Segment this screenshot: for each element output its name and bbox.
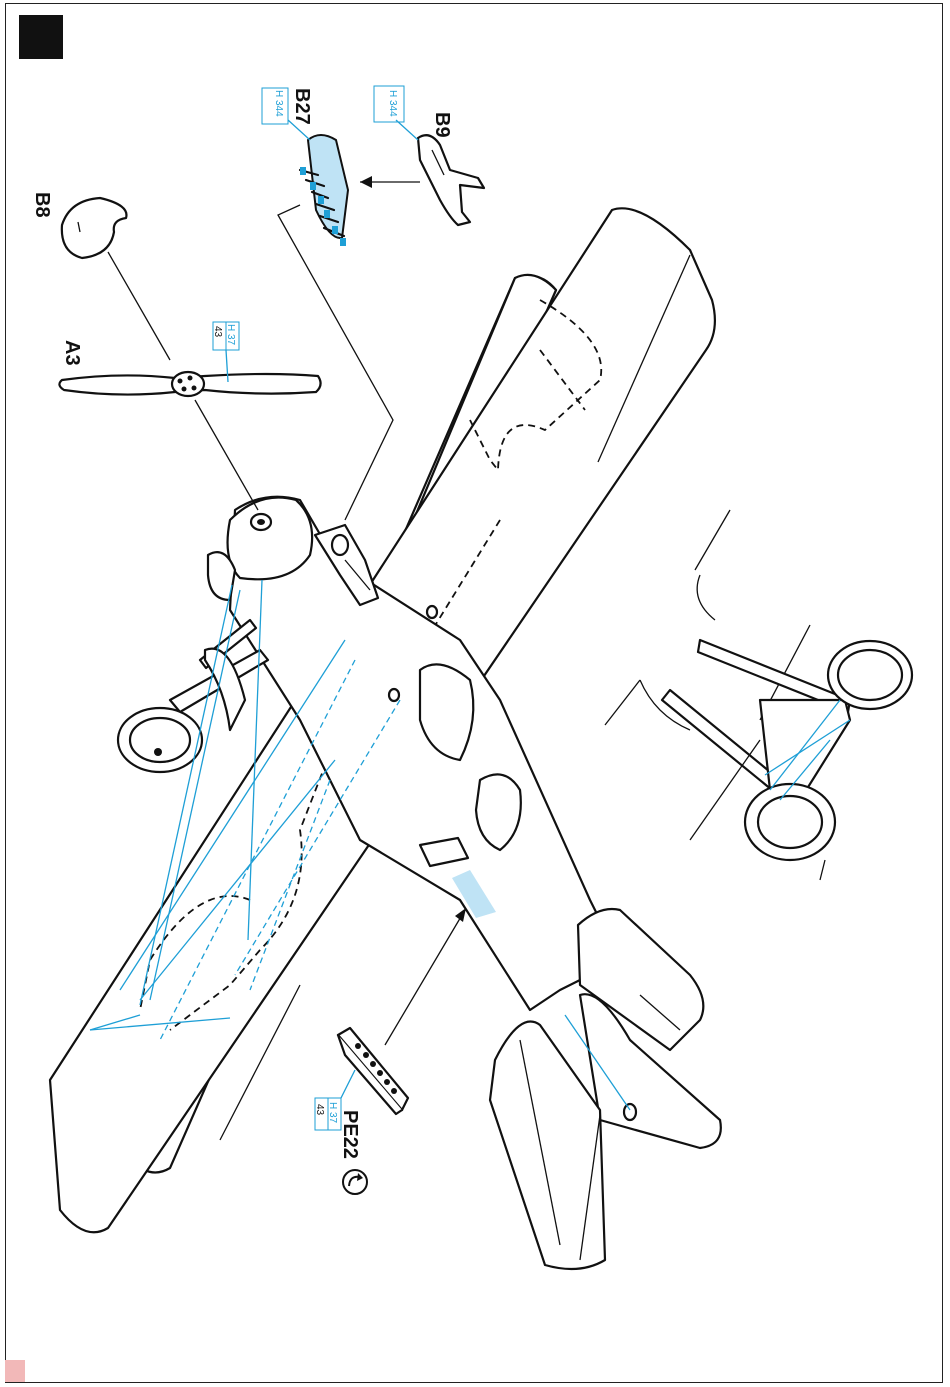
- code-pe22-bottom: 43: [314, 1104, 325, 1116]
- leader-a3: [195, 400, 258, 510]
- part-b8: B8: [31, 192, 126, 258]
- part-pe22: PE22 H 37 43: [314, 1028, 408, 1194]
- code-b27: H 344: [273, 90, 284, 117]
- label-b8: B8: [31, 192, 53, 218]
- leader-b8: [108, 252, 170, 360]
- code-pe22-top: H 37: [327, 1102, 338, 1124]
- code-a3-bottom: 43: [212, 326, 223, 338]
- leader-pe22: [385, 915, 462, 1045]
- label-a3: A3: [61, 340, 83, 366]
- code-b9: H 344: [387, 90, 398, 117]
- leader-b27: [278, 205, 393, 520]
- label-pe22: PE22: [339, 1110, 361, 1159]
- part-a3: A3 H 37 43: [59, 322, 320, 396]
- part-b27: B27 H 344: [262, 88, 348, 246]
- label-b9: B9: [431, 112, 453, 138]
- landing-gear-detail: [605, 510, 912, 880]
- label-b27: B27: [291, 88, 313, 125]
- code-a3-top: H 37: [225, 324, 236, 346]
- part-b9: B9 H 344: [374, 86, 484, 225]
- rotate-arrow-icon: [343, 1170, 367, 1194]
